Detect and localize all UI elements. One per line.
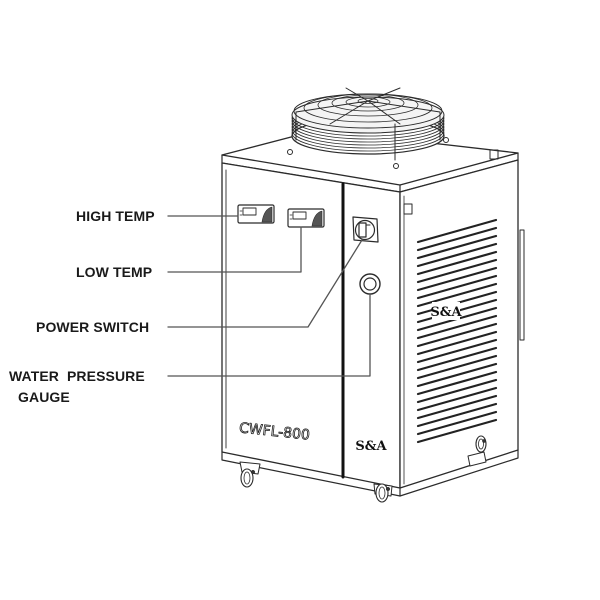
- callout-label-water-pressure: WATER PRESSURE: [9, 368, 145, 384]
- high-temp-controller: [237, 204, 275, 224]
- fan-guard-icon: [287, 87, 449, 169]
- leader-low-temp: [167, 226, 302, 273]
- caster-front-right: [373, 483, 393, 503]
- low-temp-controller: [287, 208, 325, 228]
- side-logo: S&A: [430, 305, 462, 320]
- caster-front-left: [239, 461, 261, 488]
- leader-power-switch: [167, 239, 363, 328]
- callout-label-power-switch: POWER SWITCH: [36, 319, 150, 335]
- caster-rear-right: [467, 435, 487, 467]
- callout-label-high-temp: HIGH TEMP: [76, 208, 155, 224]
- power-switch-icon: [352, 216, 379, 243]
- callout-leaders: [167, 215, 371, 377]
- brand-logo: S&A: [355, 439, 387, 454]
- side-vent-grille: [416, 218, 498, 444]
- water-pressure-gauge-icon: [359, 273, 381, 295]
- chiller-side-panel: [399, 149, 525, 497]
- leader-water-pressure: [167, 293, 371, 377]
- callout-label-gauge: GAUGE: [18, 389, 70, 405]
- chiller-front-panel: [221, 162, 401, 497]
- callout-label-low-temp: LOW TEMP: [76, 264, 153, 280]
